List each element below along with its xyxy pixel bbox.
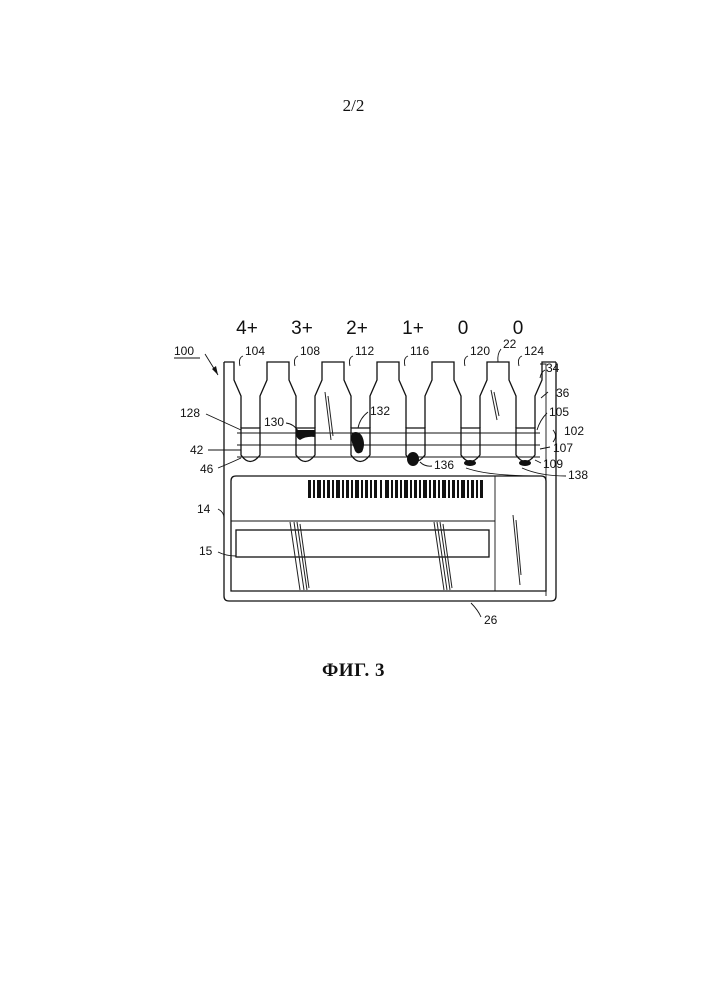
ref-128: 128 [180, 406, 200, 420]
barcode [308, 480, 483, 498]
level-lines [237, 433, 540, 457]
ref-130: 130 [264, 415, 284, 429]
agglutinate-marks [296, 430, 531, 466]
ref-46: 46 [200, 462, 214, 476]
ref-34: 34 [546, 361, 560, 375]
ref-105: 105 [549, 405, 569, 419]
wells [224, 362, 556, 596]
ref-107: 107 [553, 441, 573, 455]
ref-120: 120 [470, 344, 490, 358]
grade-label-6: 0 [513, 318, 524, 339]
grade-label-1: 4+ [236, 318, 258, 339]
ref-124: 124 [524, 344, 544, 358]
ref-36: 36 [556, 386, 570, 400]
grade-label-5: 0 [458, 318, 469, 339]
ref-26: 26 [484, 613, 498, 627]
ref-15: 15 [199, 544, 213, 558]
ref-22: 22 [503, 337, 517, 351]
label-area [231, 476, 546, 591]
grade-label-4: 1+ [402, 318, 424, 339]
ref-102: 102 [564, 424, 584, 438]
ref-112: 112 [355, 344, 374, 358]
ref-14: 14 [197, 502, 211, 516]
ref-138: 138 [568, 468, 588, 482]
ref-42: 42 [190, 443, 204, 457]
figure-caption: ФИГ. 3 [0, 660, 707, 682]
ref-116: 116 [410, 344, 429, 358]
ref-100: 100 [174, 344, 194, 358]
ref-104: 104 [245, 344, 265, 358]
ref-109: 109 [543, 457, 563, 471]
grade-label-3: 2+ [346, 318, 368, 339]
ref-136: 136 [434, 458, 454, 472]
grade-label-2: 3+ [291, 318, 313, 339]
ref-132: 132 [370, 404, 390, 418]
ref-108: 108 [300, 344, 320, 358]
card-outline [224, 362, 556, 601]
